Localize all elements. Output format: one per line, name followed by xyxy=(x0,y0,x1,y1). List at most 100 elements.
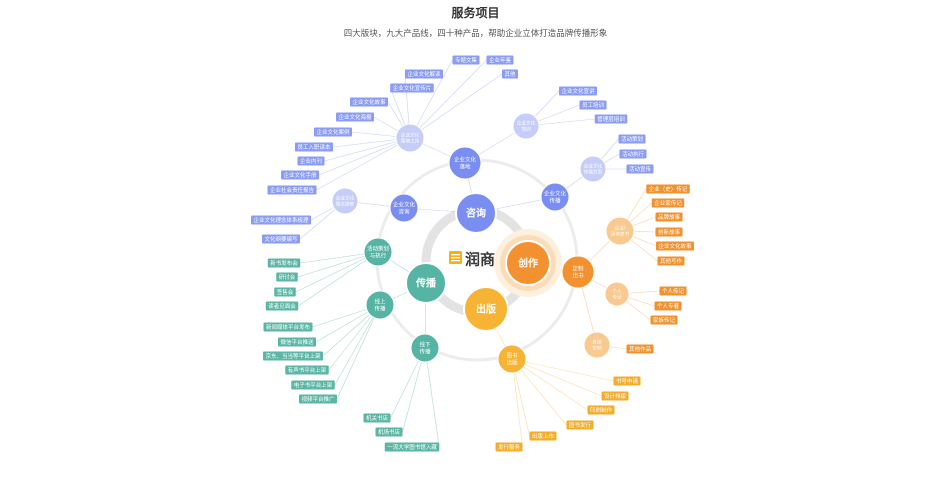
product-tag-label: 其他 xyxy=(504,70,516,78)
connector-line xyxy=(511,358,588,411)
product-group-label: 理念提炼 xyxy=(336,201,355,208)
product-tag-box xyxy=(265,301,299,311)
product-tag-label: 企业文化故事 xyxy=(658,242,692,250)
product-tag-label: 一流大学图书馆入藏 xyxy=(387,443,437,451)
product-line-circle xyxy=(497,344,527,374)
product-tag-label: 签售会 xyxy=(277,288,294,296)
product-tag: 新书发布会 xyxy=(267,258,301,268)
product-tag-label: 企业社会责任报告 xyxy=(270,186,315,194)
product-tag-box xyxy=(384,442,440,452)
sector-node: 出版 xyxy=(463,286,509,332)
product-tag-label: 机关书店 xyxy=(366,414,389,422)
product-tag: 出版上市 xyxy=(529,431,557,441)
product-tag-box xyxy=(278,337,316,347)
product-tag-label: 微信平台推送 xyxy=(280,338,314,346)
product-tag-box xyxy=(655,227,683,237)
product-tag-label: 企业内刊 xyxy=(300,157,322,165)
product-tag-box xyxy=(267,185,317,195)
product-group-node: 个人传记 xyxy=(604,281,630,307)
sector-node: 传播 xyxy=(405,262,447,304)
connector-line xyxy=(336,304,381,400)
product-group-label: 企业/ xyxy=(615,225,626,231)
product-line-label: 活动策划 xyxy=(367,244,389,252)
section-subtitle: 四大版块，九大产品线，四十种产品，帮助企业立体打造品牌传播形象 xyxy=(343,28,608,38)
connector-line xyxy=(316,137,411,191)
connector-line xyxy=(511,358,602,397)
product-tag-label: 企业文化解读 xyxy=(407,70,441,78)
product-tag-label: 个人传记 xyxy=(662,287,685,295)
product-tag-box xyxy=(405,69,443,79)
product-tag-box xyxy=(646,184,690,194)
product-tag: 企业文化宣传片 xyxy=(390,83,434,93)
product-tag-box xyxy=(263,322,313,332)
product-group-circle xyxy=(512,112,540,140)
product-tag-label: 企业文化宣讲 xyxy=(561,87,595,95)
sector-node: 创作 xyxy=(494,229,562,297)
product-tag: 家族传记 xyxy=(650,315,678,325)
product-tag: 员工入职读本 xyxy=(295,142,333,152)
product-tag-label: 读者见面会 xyxy=(268,302,296,310)
product-line-circle xyxy=(410,333,440,363)
product-tag: 企业年鉴 xyxy=(486,55,514,65)
product-tag-label: 书号申请 xyxy=(616,377,639,385)
product-tag: 企业文化解读 xyxy=(405,69,443,79)
product-tag-box xyxy=(276,272,298,282)
product-tag: 企业文化理念体系梳理 xyxy=(251,215,311,225)
product-tag-label: 企业文化宣传片 xyxy=(393,84,432,92)
product-tag: 活动策划 xyxy=(618,134,646,144)
product-tag-label: 个人专著 xyxy=(657,302,680,310)
product-line-label: 定制 xyxy=(572,264,584,272)
product-tag: 发行服务 xyxy=(495,442,523,452)
product-tag-box xyxy=(452,55,480,65)
sector-circle xyxy=(505,240,551,286)
product-tag: 创新故事 xyxy=(655,227,683,237)
sector-label: 咨询 xyxy=(466,207,486,220)
product-tag-label: 品牌故事 xyxy=(658,213,681,221)
product-tag-label: 员工培训 xyxy=(582,101,605,109)
product-tag: 机关书店 xyxy=(363,413,391,423)
product-group-label: 企业文化 xyxy=(401,132,420,139)
product-tag-label: 创新故事 xyxy=(658,228,681,236)
product-tag-box xyxy=(579,100,607,110)
product-tag-label: 活动宣传 xyxy=(629,165,652,173)
product-tag: 员工培训 xyxy=(579,100,607,110)
product-tag: 企业文化海报 xyxy=(336,112,374,122)
product-tag: 签售会 xyxy=(274,287,296,297)
product-tag: 企业文化宣讲 xyxy=(559,86,597,96)
connector-line xyxy=(295,251,379,293)
sector-label: 传播 xyxy=(415,277,437,290)
product-tag-label: 企业文化手册 xyxy=(283,171,317,179)
product-tag-box xyxy=(654,301,682,311)
product-line-label: 线上 xyxy=(374,297,386,305)
product-tag: 微信平台推送 xyxy=(278,337,316,347)
product-tag-box xyxy=(291,380,335,390)
product-tag-box xyxy=(619,149,647,159)
product-tag-box xyxy=(613,376,641,386)
product-group-label: 团体史书 xyxy=(611,231,630,238)
product-tag-box xyxy=(626,164,654,174)
product-tag-box xyxy=(502,69,518,79)
product-tag-box xyxy=(251,215,311,225)
product-tag-label: 图书发行 xyxy=(569,421,592,429)
product-tag: 文化纲要编写 xyxy=(262,234,300,244)
product-tag: 企业文化案例 xyxy=(314,127,352,137)
product-line-label: 企业文化 xyxy=(393,200,416,208)
product-tag-label: 企业文化海报 xyxy=(338,113,372,121)
product-tag: 企业家传记 xyxy=(651,198,685,208)
product-tag: 活动执行 xyxy=(619,149,647,159)
product-tag: 一流大学图书馆入藏 xyxy=(384,442,440,452)
product-tag-label: 机场书店 xyxy=(378,428,401,436)
product-tag-label: 研讨会 xyxy=(279,273,296,281)
product-tag: 视频平台推广 xyxy=(299,394,337,404)
section-title: 服务项目 xyxy=(451,6,500,20)
product-tag-box xyxy=(594,114,628,124)
product-line-circle xyxy=(561,255,595,289)
product-tag: 其他写作 xyxy=(657,256,685,266)
connector-line xyxy=(409,73,503,139)
